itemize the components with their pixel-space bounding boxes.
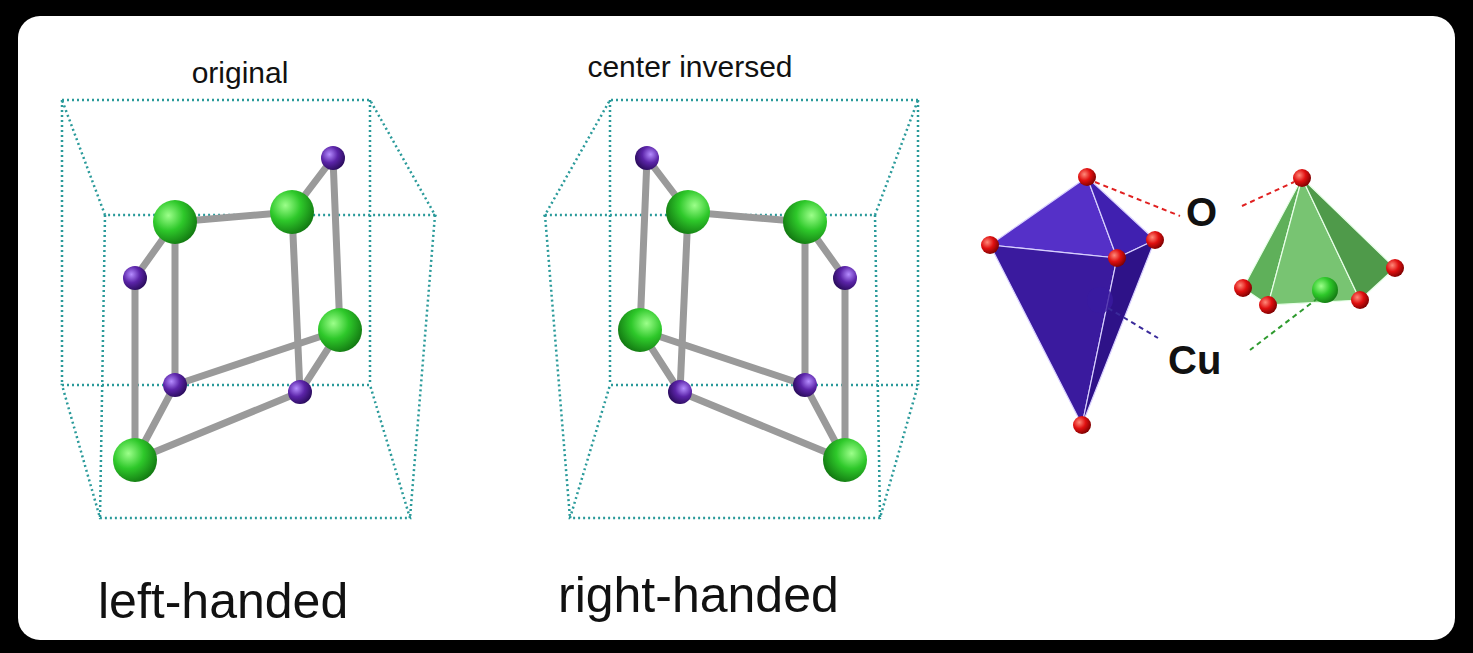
- oxygen-atoms: [981, 168, 1404, 434]
- handedness-label: left-handed: [98, 576, 348, 626]
- leader-lines: [1095, 182, 1318, 350]
- right-cell: [545, 100, 918, 518]
- octahedron: [990, 177, 1155, 425]
- cell-title: original: [192, 58, 289, 88]
- element-label: O: [1186, 192, 1217, 232]
- element-label: Cu: [1168, 340, 1221, 380]
- square-pyramid: [1243, 178, 1395, 305]
- left-cell: [62, 100, 435, 518]
- cell-title: center inversed: [587, 52, 792, 82]
- handedness-label: right-handed: [558, 570, 839, 620]
- white-panel: [18, 16, 1455, 640]
